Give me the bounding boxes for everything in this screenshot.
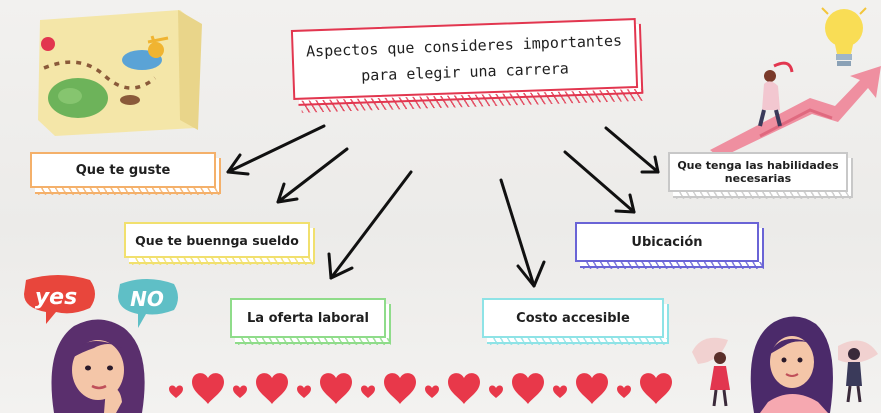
node-la-oferta-laboral: La oferta laboral bbox=[230, 298, 391, 345]
node-label: La oferta laboral bbox=[246, 310, 369, 326]
node-ubicacion: Ubicación bbox=[575, 222, 764, 269]
node-label: Que te buennga sueldo bbox=[135, 232, 299, 248]
lightbulb-icon bbox=[821, 7, 867, 66]
arrow-to-que-te-buennga-sueldo bbox=[276, 147, 349, 204]
arrow-to-ubicacion bbox=[563, 150, 636, 214]
growth-arrow-icon bbox=[710, 61, 881, 158]
thinking-woman-icon bbox=[51, 319, 145, 413]
node-que-te-guste: Que te guste bbox=[30, 152, 221, 195]
women-group-icon bbox=[692, 316, 878, 413]
node-label: Ubicación bbox=[631, 234, 703, 250]
node-label: Costo accesible bbox=[516, 310, 630, 326]
no-speech-bubble: NO bbox=[118, 279, 178, 328]
treasure-map-icon bbox=[38, 10, 202, 136]
arrow-to-que-tenga-las-habilidades bbox=[604, 126, 660, 174]
arrow-to-que-te-guste bbox=[226, 124, 326, 176]
yes-speech-bubble: yes bbox=[24, 275, 95, 324]
no-text: NO bbox=[130, 287, 164, 311]
node-costo-accesible: Costo accesible bbox=[482, 298, 669, 345]
node-que-te-buennga-sueldo: Que te buennga sueldo bbox=[124, 222, 315, 265]
node-que-tenga-las-habilidades: Que tenga las habilidades necesarias bbox=[668, 152, 853, 199]
node-label: Que te guste bbox=[75, 162, 171, 178]
arrow-to-costo-accesible bbox=[499, 178, 546, 288]
central-title-box: Aspectos que consideres importantes para… bbox=[290, 18, 639, 100]
arrow-to-la-oferta-laboral bbox=[327, 170, 413, 280]
yes-text: yes bbox=[35, 285, 77, 310]
node-label: Que tenga las habilidades necesarias bbox=[677, 159, 839, 185]
